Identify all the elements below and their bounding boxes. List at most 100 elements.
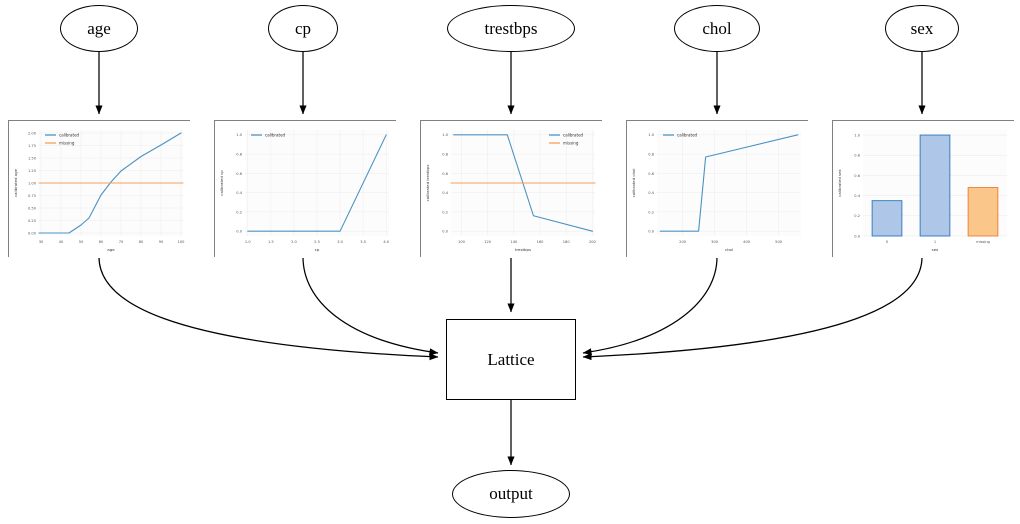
- svg-text:200: 200: [679, 240, 687, 244]
- svg-text:1.5: 1.5: [268, 240, 274, 244]
- svg-text:0.00: 0.00: [28, 231, 37, 235]
- svg-text:missing: missing: [563, 141, 579, 146]
- svg-text:0.4: 0.4: [648, 191, 654, 195]
- svg-text:1.0: 1.0: [648, 133, 654, 137]
- svg-text:140: 140: [510, 240, 518, 244]
- node-age-label: age: [87, 18, 111, 38]
- svg-text:0.4: 0.4: [854, 194, 860, 198]
- node-cp[interactable]: cp: [268, 5, 338, 52]
- chart-sex: 0 1 missing 0.0 0.2 0.4 0.6 0.8 1.0 sex calibrated…: [833, 121, 1015, 258]
- node-cp-label: cp: [294, 18, 312, 38]
- svg-text:1.75: 1.75: [28, 144, 36, 148]
- svg-text:180: 180: [563, 240, 571, 244]
- svg-text:80: 80: [139, 240, 144, 244]
- svg-text:3.5: 3.5: [360, 240, 366, 244]
- node-chol-label: chol: [702, 18, 732, 38]
- svg-text:30: 30: [39, 240, 44, 244]
- svg-text:1.0: 1.0: [854, 133, 860, 137]
- edge-cp-panel-to-lattice: [302, 256, 439, 356]
- svg-text:90: 90: [159, 240, 164, 244]
- svg-text:0.8: 0.8: [442, 152, 448, 156]
- panel-age[interactable]: 0.00 0.25 0.50 0.75 1.00 1.25 1.50 1.75 2.00 30 40…: [8, 120, 191, 258]
- svg-text:200: 200: [589, 240, 597, 244]
- panel-sex[interactable]: 0 1 missing 0.0 0.2 0.4 0.6 0.8 1.0 sex calibrated…: [832, 120, 1015, 258]
- node-trestbps[interactable]: trestbps: [447, 5, 575, 52]
- svg-text:400: 400: [743, 240, 751, 244]
- svg-text:300: 300: [711, 240, 719, 244]
- svg-text:1.0: 1.0: [442, 133, 448, 137]
- svg-text:100: 100: [458, 240, 466, 244]
- svg-text:0.8: 0.8: [854, 154, 860, 158]
- svg-text:missing: missing: [59, 141, 75, 146]
- edge-chol-panel-to-lattice: [582, 256, 718, 356]
- svg-text:0.0: 0.0: [236, 230, 242, 234]
- svg-text:0.2: 0.2: [442, 210, 448, 214]
- svg-text:100: 100: [178, 240, 186, 244]
- svg-text:calibrated: calibrated: [563, 133, 584, 138]
- svg-text:70: 70: [119, 240, 124, 244]
- svg-text:sex: sex: [932, 247, 939, 252]
- svg-text:0.0: 0.0: [442, 230, 448, 234]
- svg-text:120: 120: [484, 240, 492, 244]
- svg-text:0.4: 0.4: [236, 191, 242, 195]
- svg-text:1.00: 1.00: [28, 181, 37, 185]
- svg-text:0.6: 0.6: [442, 172, 448, 176]
- svg-text:1.0: 1.0: [236, 133, 242, 137]
- svg-text:calibrated cp: calibrated cp: [219, 170, 224, 196]
- svg-text:0.6: 0.6: [854, 174, 860, 178]
- svg-text:0.4: 0.4: [442, 191, 448, 195]
- chart-age: 0.00 0.25 0.50 0.75 1.00 1.25 1.50 1.75 2.00 30 40…: [9, 121, 191, 258]
- svg-text:0.50: 0.50: [28, 206, 37, 210]
- svg-text:0.25: 0.25: [28, 219, 36, 223]
- svg-text:4.0: 4.0: [383, 240, 389, 244]
- svg-text:0.0: 0.0: [854, 234, 860, 238]
- svg-text:chol: chol: [725, 247, 733, 252]
- svg-text:2.5: 2.5: [314, 240, 320, 244]
- edge-age-panel-to-lattice: [98, 256, 439, 361]
- svg-text:0.2: 0.2: [854, 214, 860, 218]
- node-output-label: output: [489, 484, 533, 503]
- node-chol[interactable]: chol: [674, 5, 760, 52]
- svg-text:3.0: 3.0: [337, 240, 343, 244]
- svg-text:1.25: 1.25: [28, 169, 36, 173]
- svg-text:age: age: [107, 247, 115, 252]
- svg-text:2.0: 2.0: [291, 240, 297, 244]
- svg-text:0.8: 0.8: [236, 152, 242, 156]
- svg-text:0.0: 0.0: [648, 230, 654, 234]
- edge-sex-panel-to-lattice: [582, 256, 923, 361]
- svg-text:0.6: 0.6: [648, 172, 654, 176]
- svg-text:50: 50: [79, 240, 84, 244]
- svg-text:calibrated sex: calibrated sex: [837, 169, 842, 197]
- node-lattice-label: Lattice: [487, 349, 535, 369]
- svg-text:160: 160: [537, 240, 545, 244]
- svg-text:1: 1: [934, 240, 936, 244]
- node-age[interactable]: age: [60, 5, 138, 52]
- svg-text:calibrated age: calibrated age: [13, 168, 18, 197]
- svg-text:2.00: 2.00: [28, 131, 37, 135]
- svg-text:60: 60: [99, 240, 104, 244]
- svg-text:0: 0: [886, 240, 889, 244]
- svg-text:0.2: 0.2: [648, 210, 654, 214]
- svg-text:0.2: 0.2: [236, 210, 242, 214]
- node-lattice[interactable]: Lattice: [446, 319, 576, 400]
- svg-text:calibrated chol: calibrated chol: [631, 169, 636, 198]
- svg-text:0.75: 0.75: [28, 194, 36, 198]
- node-sex[interactable]: sex: [885, 5, 959, 52]
- svg-text:500: 500: [775, 240, 783, 244]
- node-output[interactable]: output: [452, 470, 570, 518]
- svg-text:40: 40: [59, 240, 64, 244]
- svg-text:calibrated: calibrated: [265, 133, 286, 138]
- node-sex-label: sex: [910, 18, 934, 38]
- svg-text:1.50: 1.50: [28, 156, 37, 160]
- svg-text:calibrated: calibrated: [677, 133, 698, 138]
- svg-text:1.0: 1.0: [245, 240, 251, 244]
- svg-text:missing: missing: [976, 240, 990, 244]
